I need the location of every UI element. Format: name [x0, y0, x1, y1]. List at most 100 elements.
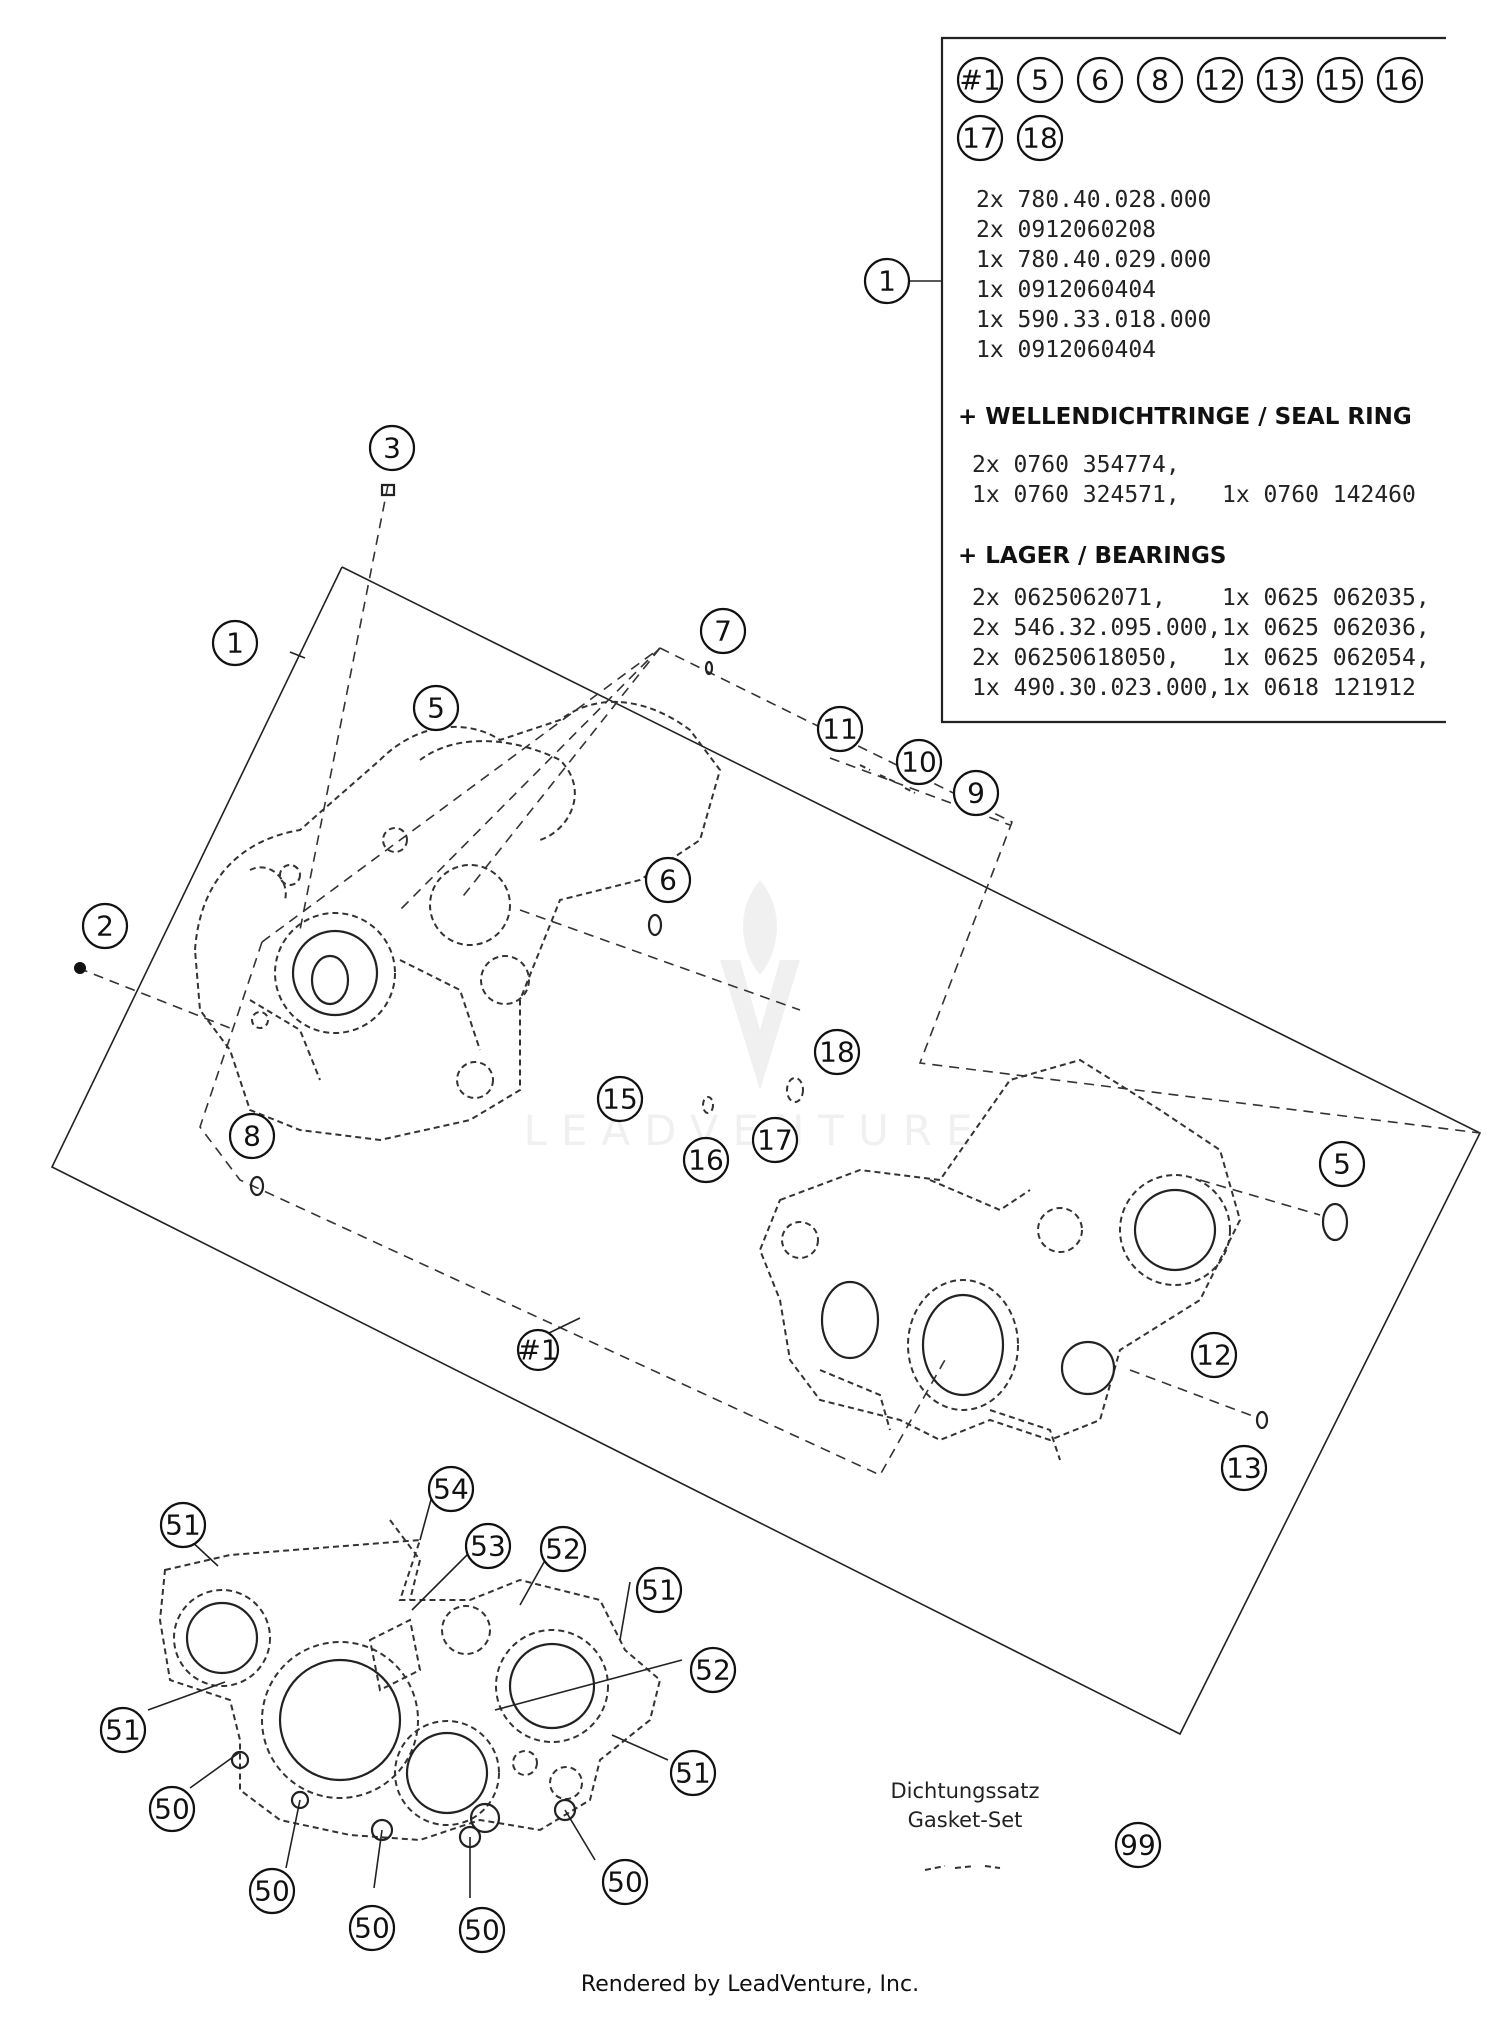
kit-part-line: 1x 590.33.018.000 [976, 307, 1211, 333]
gasket-label-de: Dichtungssatz [890, 1779, 1039, 1803]
callout-c50e: 50 [601, 1858, 649, 1906]
callout-circle [427, 1465, 475, 1513]
callout-c51c: 51 [635, 1566, 683, 1614]
screw-group [859, 764, 916, 794]
callout-number: 13 [1226, 1452, 1262, 1485]
kit-symbol: 8 [1136, 56, 1184, 104]
callout-circle [682, 1136, 730, 1184]
callout-c15: 15 [596, 1075, 644, 1123]
callout-box1: 1 [863, 257, 911, 305]
callout-circle [348, 1904, 396, 1952]
kit-part-line: 2x 0912060208 [976, 217, 1156, 243]
callout-number: 16 [688, 1144, 724, 1177]
callout-c52a: 52 [539, 1525, 587, 1573]
dowel-part [704, 660, 714, 676]
kit-part-line: 1x 0912060404 [976, 277, 1156, 303]
callout-c52b: 52 [689, 1646, 737, 1694]
callout-c51d: 51 [669, 1749, 717, 1797]
svg-text:16: 16 [1382, 64, 1418, 97]
callout-circle [1220, 1444, 1268, 1492]
callout-circle [516, 1328, 560, 1372]
callout-circle [99, 1706, 147, 1754]
svg-text:#1: #1 [959, 64, 1000, 97]
callout-c2: 2 [81, 902, 129, 950]
left-crankcase-half [193, 700, 722, 1142]
callout-c9: 9 [952, 769, 1000, 817]
callout-number: 50 [354, 1912, 390, 1945]
gasket-label-en: Gasket-Set [908, 1808, 1023, 1832]
callout-number: 5 [427, 692, 445, 725]
svg-text:8: 8 [1151, 64, 1169, 97]
kit-symbol: 13 [1256, 56, 1304, 104]
bearing-line: 1x 0618 121912 [1222, 675, 1416, 701]
rendered-by-footer: Rendered by LeadVenture, Inc. [580, 1972, 920, 1997]
bearing-line: 2x 0625062071, [972, 585, 1166, 611]
callout-circle [635, 1566, 683, 1614]
callout-c8: 8 [228, 1112, 276, 1160]
callout-c53: 53 [464, 1522, 512, 1570]
kit-part-line: 1x 0912060404 [976, 337, 1156, 363]
callout-circle [1190, 1331, 1238, 1379]
loose-parts [74, 483, 1349, 1430]
seal-ring-line: 1x 0760 324571, [972, 482, 1180, 508]
svg-text:15: 15 [1322, 64, 1358, 97]
callout-c5b: 5 [1318, 1140, 1366, 1188]
callout-c12: 12 [1190, 1331, 1238, 1379]
seal-ring-line: 2x 0760 354774, [972, 452, 1180, 478]
svg-text:13: 13 [1262, 64, 1298, 97]
kit-symbol: 16 [1376, 56, 1424, 104]
bearing-part [1321, 1202, 1349, 1242]
callout-number: 51 [165, 1509, 201, 1542]
callout-c1: 1 [211, 619, 259, 667]
callout-circle [412, 684, 460, 732]
callout-number: 54 [433, 1473, 469, 1506]
callout-number: 1 [878, 265, 896, 298]
bearing-line: 1x 0625 062036, [1222, 615, 1430, 641]
callout-number: 17 [757, 1124, 793, 1157]
callout-circle [699, 607, 747, 655]
callout-number: 51 [105, 1714, 141, 1747]
callout-circle [159, 1501, 207, 1549]
callout-number: 50 [464, 1914, 500, 1947]
callout-c50d: 50 [458, 1906, 506, 1954]
bearing-line: 2x 546.32.095.000, [972, 615, 1221, 641]
callout-circle [1114, 1821, 1162, 1869]
bearings-heading: + LAGER / BEARINGS [958, 543, 1226, 569]
svg-text:6: 6 [1091, 64, 1109, 97]
callout-number: 18 [819, 1036, 855, 1069]
callout-circle [228, 1112, 276, 1160]
callout-number: 53 [470, 1530, 506, 1563]
callout-circle [211, 619, 259, 667]
callout-c50a: 50 [148, 1785, 196, 1833]
callout-c99: 99 [1114, 1821, 1162, 1869]
callout-circle [1318, 1140, 1366, 1188]
callout-number: 8 [243, 1120, 261, 1153]
callout-chash1: #1 [516, 1328, 560, 1372]
svg-text:18: 18 [1022, 122, 1058, 155]
callout-circle [601, 1858, 649, 1906]
callout-circle [148, 1785, 196, 1833]
callout-number: 6 [659, 864, 677, 897]
gasket-leader-lines [147, 1484, 683, 1898]
callout-circle [596, 1075, 644, 1123]
pin-part [1255, 1410, 1269, 1430]
kit-symbol: 12 [1196, 56, 1244, 104]
leadventure-watermark: LEADVENTURE [523, 880, 973, 1155]
callout-c7: 7 [699, 607, 747, 655]
callout-number: 52 [695, 1654, 731, 1687]
svg-text:12: 12 [1202, 64, 1238, 97]
callout-c13: 13 [1220, 1444, 1268, 1492]
kit-symbol: 5 [1016, 56, 1064, 104]
callout-number: 99 [1120, 1829, 1156, 1862]
callout-c54: 54 [427, 1465, 475, 1513]
needle-bearing-part [786, 1077, 804, 1103]
callout-number: 9 [967, 777, 985, 810]
callout-number: 2 [96, 910, 114, 943]
callout-number: 5 [1333, 1148, 1351, 1181]
right-crankcase-half [758, 1058, 1242, 1461]
callout-circle [81, 902, 129, 950]
svg-text:17: 17 [962, 122, 998, 155]
